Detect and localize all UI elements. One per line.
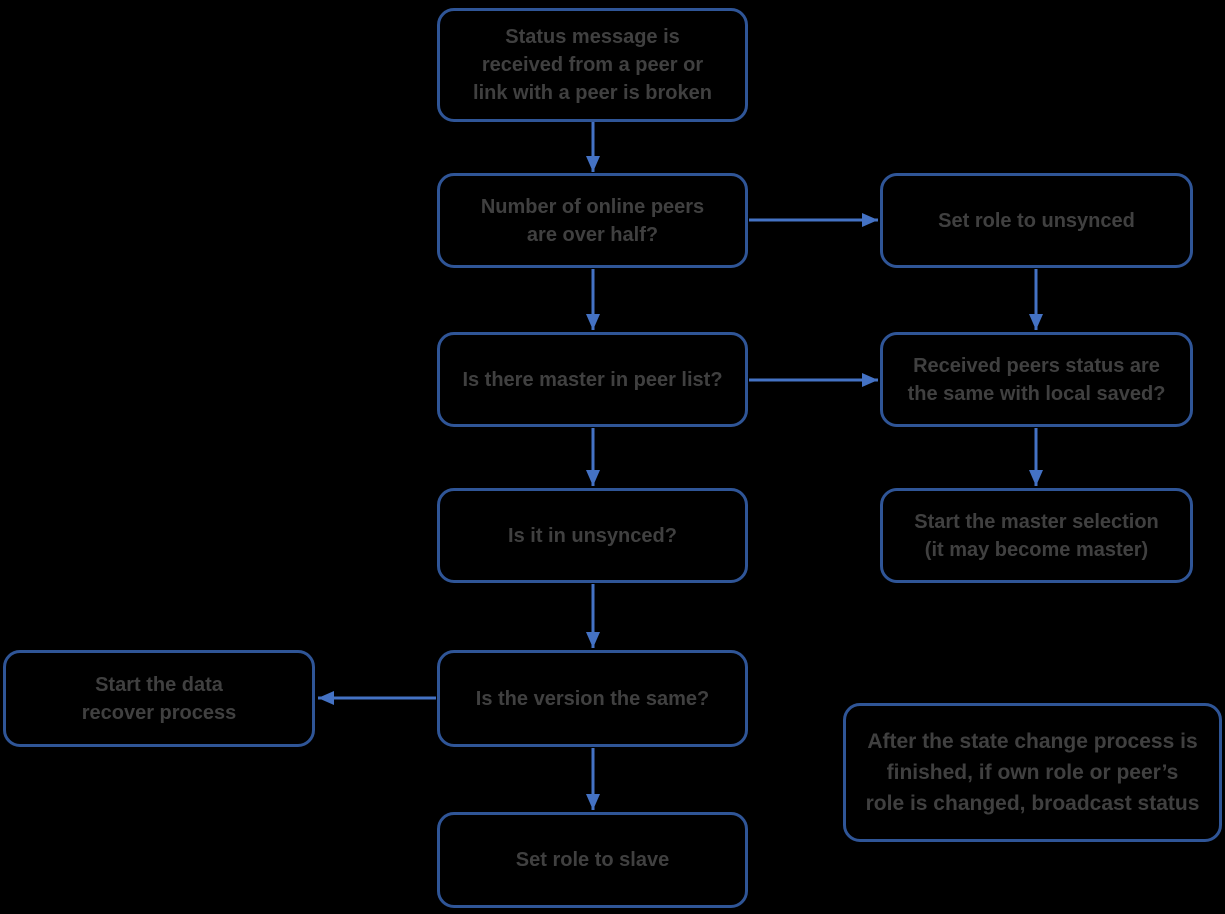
node-master-in-peer-list: Is there master in peer list?: [437, 332, 748, 427]
node-set-role-slave: Set role to slave: [437, 812, 748, 908]
node-peers-over-half: Number of online peers are over half?: [437, 173, 748, 268]
node-status-received: Status message is received from a peer o…: [437, 8, 748, 122]
note-broadcast-status: After the state change process is finish…: [843, 703, 1222, 842]
node-received-status-same: Received peers status are the same with …: [880, 332, 1193, 427]
node-start-data-recover: Start the data recover process: [3, 650, 315, 747]
node-set-role-unsynced: Set role to unsynced: [880, 173, 1193, 268]
node-is-it-unsynced: Is it in unsynced?: [437, 488, 748, 583]
node-is-version-same: Is the version the same?: [437, 650, 748, 747]
node-start-master-selection: Start the master selection (it may becom…: [880, 488, 1193, 583]
